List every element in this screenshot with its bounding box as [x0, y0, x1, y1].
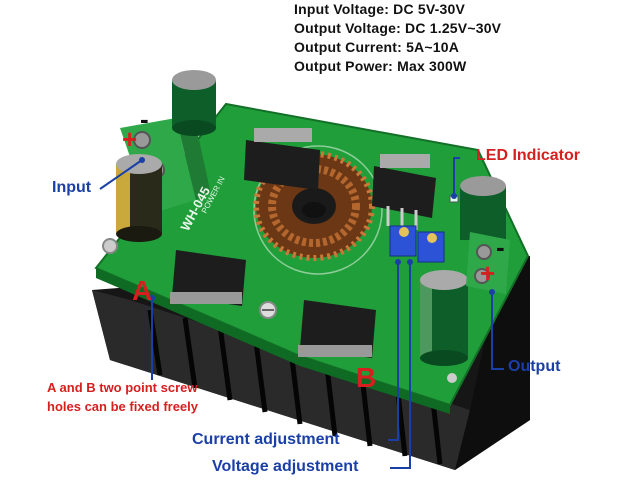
- output-capacitor-top: [460, 176, 506, 240]
- spec-input-voltage: Input Voltage: DC 5V-30V: [294, 1, 466, 17]
- spec-output-power: Output Power: Max 300W: [294, 58, 467, 74]
- spec-output-current: Output Current: 5A~10A: [294, 39, 460, 55]
- input-plus-marker: +: [122, 124, 138, 154]
- output-terminal-block: [466, 232, 510, 294]
- voltage-potentiometer: [417, 231, 445, 263]
- power-chip-left: [170, 250, 246, 306]
- input-capacitor-top: [172, 70, 216, 136]
- point-a-marker: A: [132, 275, 153, 306]
- input-label: Input: [52, 179, 92, 196]
- point-b-marker: B: [356, 362, 377, 393]
- screw-holes-note-line2: holes can be fixed freely: [47, 399, 199, 414]
- voltage-adjustment-label: Voltage adjustment: [212, 458, 359, 475]
- output-capacitor-bottom: [420, 270, 468, 366]
- output-minus-marker: -: [496, 232, 505, 262]
- power-chip-top: [244, 128, 320, 190]
- callout-lines: [99, 157, 504, 469]
- input-capacitor-bottom: [116, 154, 162, 242]
- current-adjustment-label: Current adjustment: [192, 431, 340, 448]
- output-plus-marker: +: [480, 258, 496, 288]
- output-label: Output: [508, 358, 561, 375]
- current-potentiometer: [389, 225, 417, 257]
- spec-output-voltage: Output Voltage: DC 1.25V~30V: [294, 20, 502, 36]
- power-chip-bottom: [298, 300, 376, 358]
- screw-holes-note-line1: A and B two point screw: [47, 380, 198, 395]
- led-indicator-label: LED Indicator: [476, 147, 581, 164]
- input-minus-marker: -: [140, 104, 149, 134]
